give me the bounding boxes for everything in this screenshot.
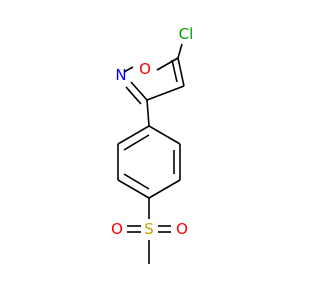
bond-n2-c3 xyxy=(130,81,148,101)
structure-canvas: Cl O N S O O xyxy=(111,25,194,264)
bond-ring-4 xyxy=(117,179,150,199)
bond-c5-cl xyxy=(177,43,183,59)
bond-ring-inner-2 xyxy=(123,173,150,190)
bond-n2-c3-double xyxy=(125,86,142,105)
atom-nitrogen-label: N xyxy=(115,66,126,84)
bond-c5-o1 xyxy=(156,57,179,71)
bond-c3-c4 xyxy=(146,85,185,101)
atom-chlorine-label: Cl xyxy=(179,25,194,43)
atom-oxygen-right-label: O xyxy=(176,220,188,238)
bond-ring-3 xyxy=(148,179,181,199)
atom-sulfur-label: S xyxy=(144,220,154,238)
bond-ring-1 xyxy=(148,125,181,145)
bond-c4-c5 xyxy=(177,57,185,87)
bond-c4-c5-double xyxy=(171,59,178,83)
chemical-structure: Cl O N S O O xyxy=(111,25,194,264)
bond-ring-inner-3 xyxy=(123,134,150,151)
atom-oxygen-left-label: O xyxy=(111,220,123,238)
bond-ring-6 xyxy=(117,125,150,145)
bond-o1-n2 xyxy=(123,66,134,73)
bond-c3-ring xyxy=(146,99,150,127)
atom-oxygen-ring-label: O xyxy=(139,60,151,78)
